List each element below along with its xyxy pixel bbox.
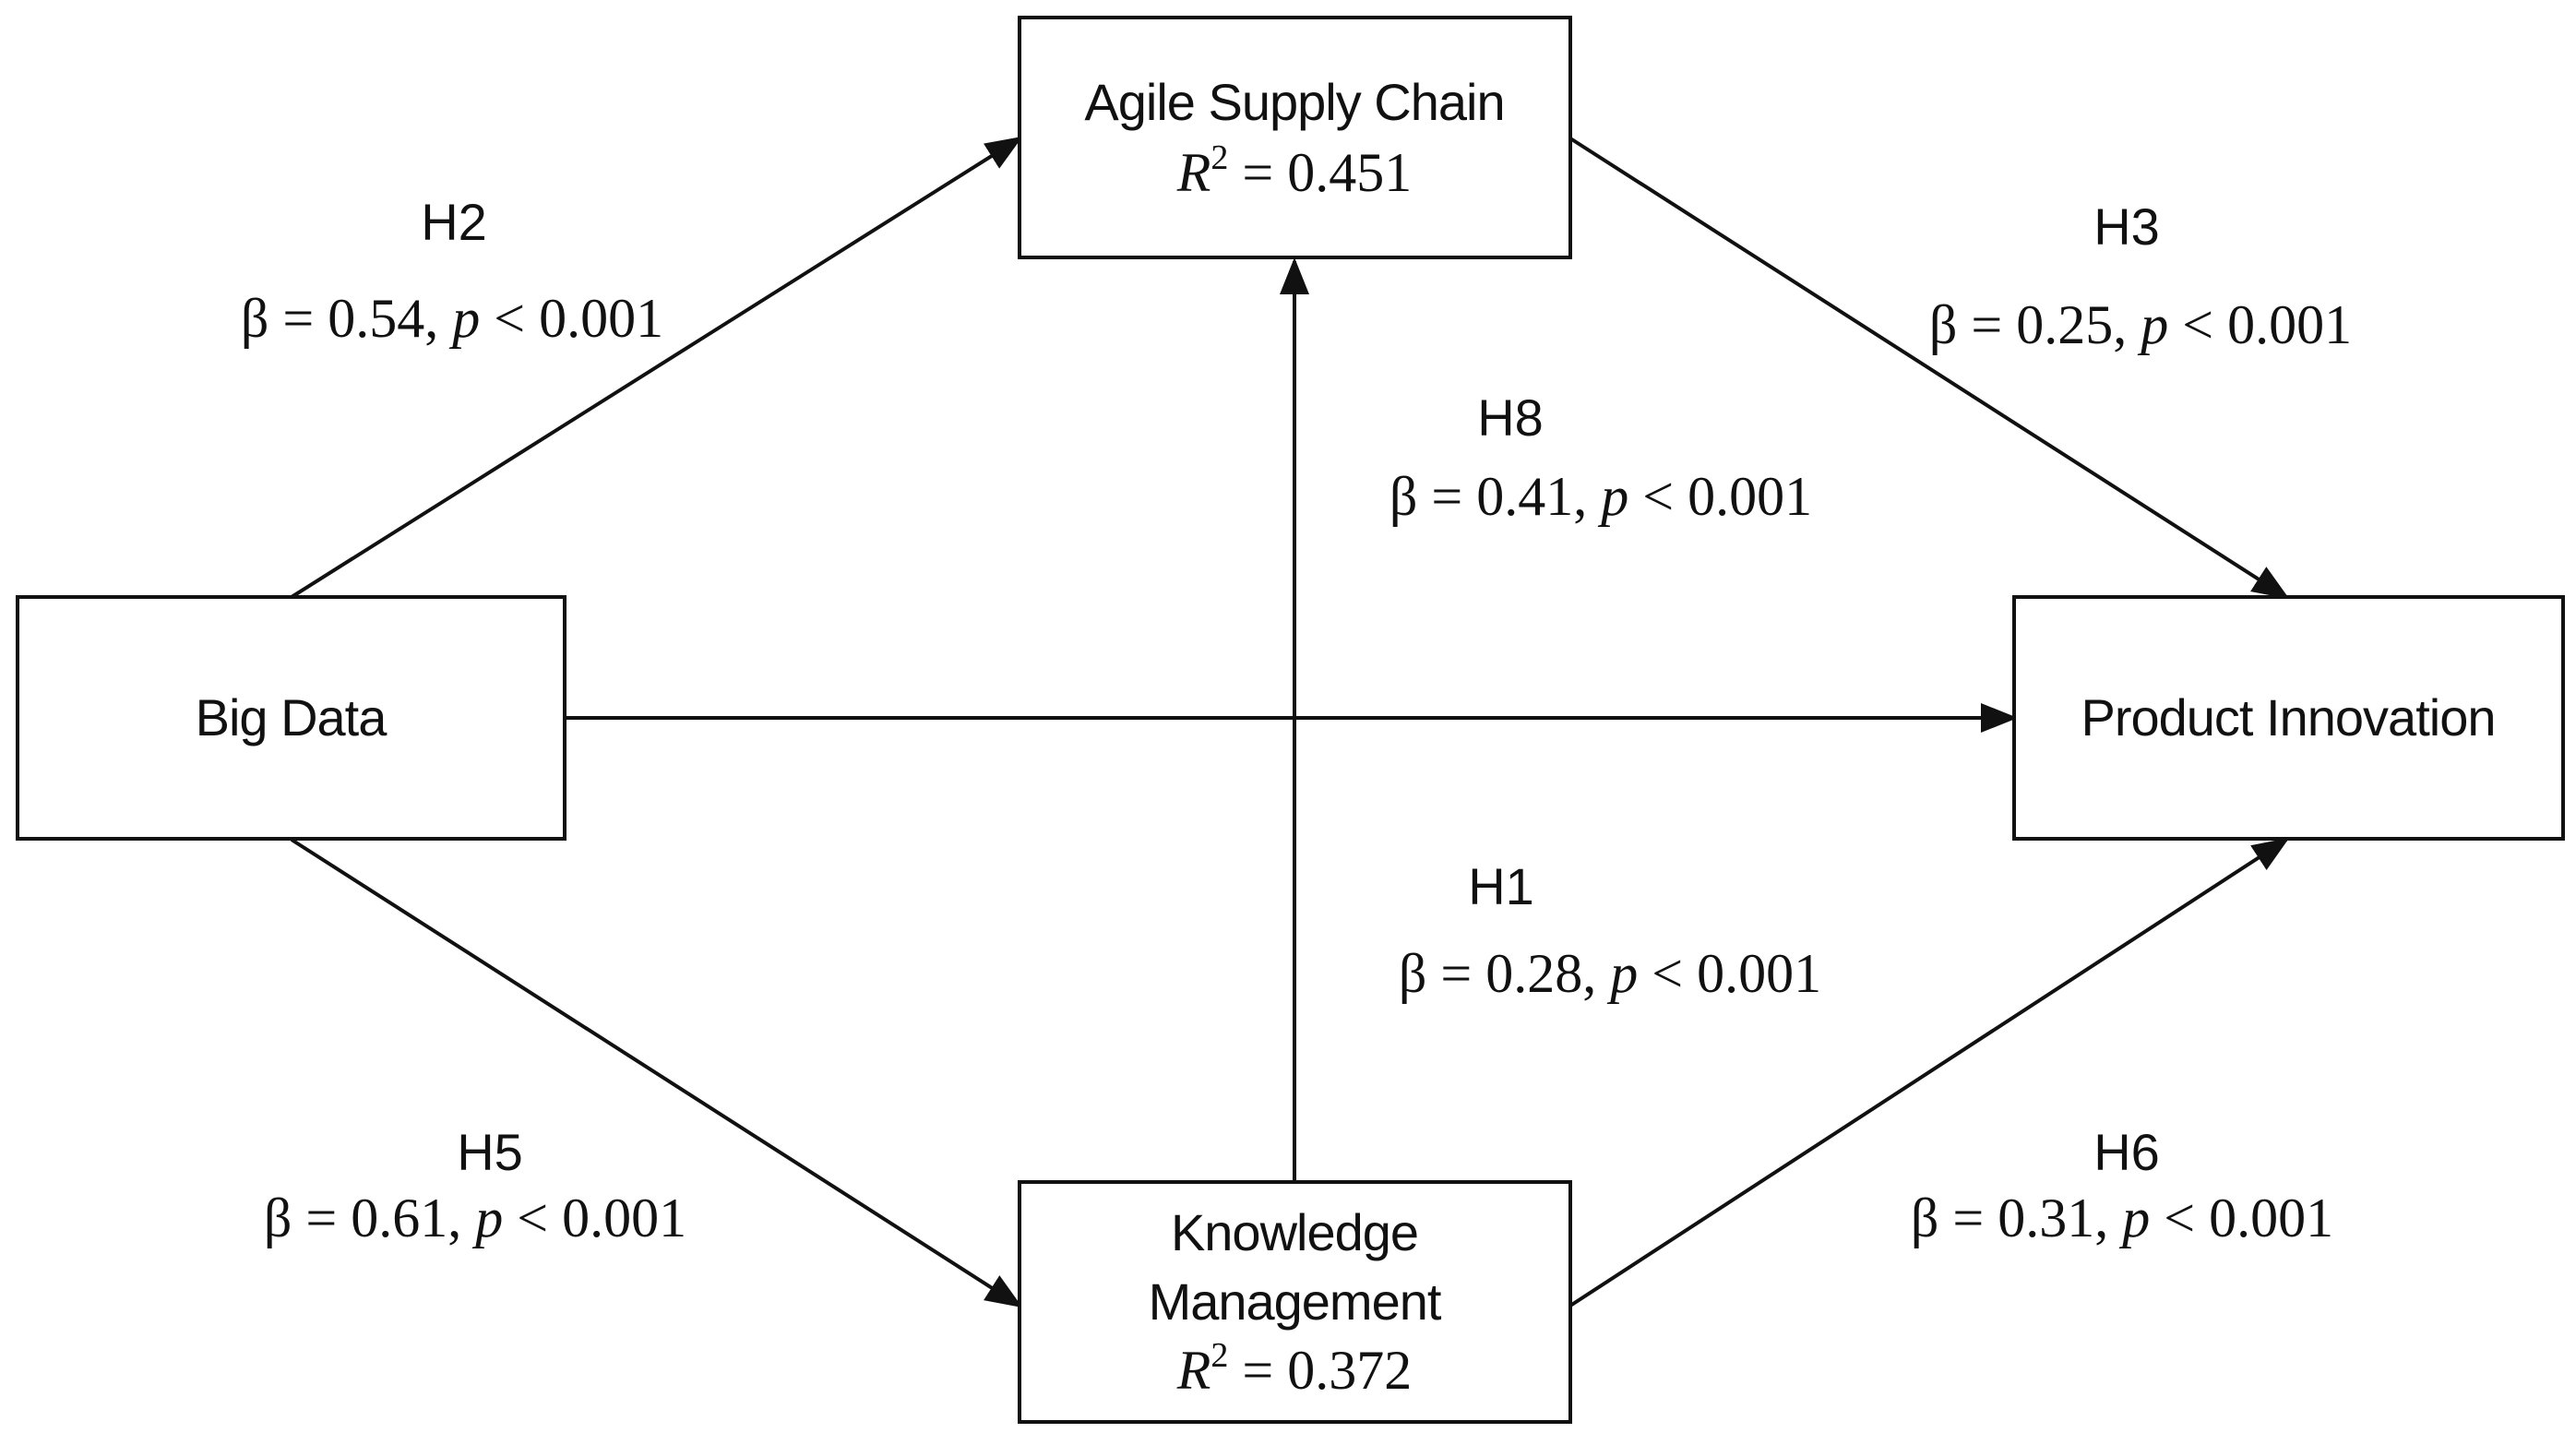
node-agile-r2: R2 = 0.451 xyxy=(1176,138,1413,203)
node-bigdata-label: Big Data xyxy=(196,688,388,746)
node-product-innovation: Product Innovation xyxy=(2012,595,2565,841)
arrow-bigdata-to-agile xyxy=(290,136,1023,599)
path-h5-stats: β = 0.61, p < 0.001 xyxy=(264,1188,686,1248)
path-h8-label: H8 xyxy=(1477,388,1544,447)
arrow-knowledge-to-product xyxy=(1568,837,2290,1308)
node-knowledge-line2: Management xyxy=(1149,1272,1442,1331)
path-h6-label: H6 xyxy=(2093,1123,2160,1181)
path-h5-label: H5 xyxy=(457,1123,523,1181)
arrow-bigdata-to-knowledge xyxy=(290,838,1023,1308)
path-h6-stats: β = 0.31, p < 0.001 xyxy=(1911,1188,2333,1248)
path-h3-label: H3 xyxy=(2093,197,2160,256)
node-agile-label: Agile Supply Chain xyxy=(1084,73,1504,131)
node-knowledge-line1: Knowledge xyxy=(1171,1203,1418,1261)
node-big-data: Big Data xyxy=(16,595,566,841)
path-h3-stats: β = 0.25, p < 0.001 xyxy=(1929,294,2352,355)
arrow-agile-to-product xyxy=(1568,137,2290,600)
path-h2-label: H2 xyxy=(421,193,487,251)
node-knowledge-management: Knowledge Management R2 = 0.372 xyxy=(1018,1180,1572,1424)
path-h8-stats: β = 0.41, p < 0.001 xyxy=(1389,466,1812,527)
path-h2-stats: β = 0.54, p < 0.001 xyxy=(241,288,663,349)
node-agile-supply-chain: Agile Supply Chain R2 = 0.451 xyxy=(1018,16,1572,259)
path-h1-label: H1 xyxy=(1468,857,1534,915)
node-knowledge-r2: R2 = 0.372 xyxy=(1176,1336,1413,1401)
node-product-label: Product Innovation xyxy=(2081,688,2496,746)
path-h1-stats: β = 0.28, p < 0.001 xyxy=(1399,943,1821,1004)
